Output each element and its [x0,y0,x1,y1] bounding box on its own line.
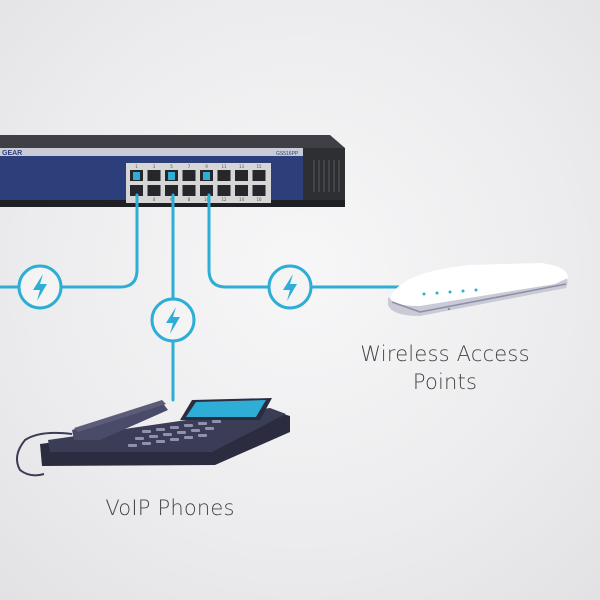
switch-vents [313,160,340,192]
ethernet-ports [130,170,266,196]
port-number: 12 [221,197,227,202]
wireless-access-point [388,263,568,316]
access-points-label: Wireless Access Points [330,340,560,396]
poe-bolt-icon [267,264,313,310]
port-number: 11 [221,164,227,169]
ethernet-port [147,170,161,181]
access-points-label-line1: Wireless Access [360,342,530,366]
access-points-label-line2: Points [412,370,478,394]
voip-phones-label: VoIP Phones [105,496,235,520]
port-number: 5 [170,164,173,169]
ethernet-port [147,185,161,196]
poe-bolt-icon [17,264,63,310]
ethernet-port [252,170,266,181]
ethernet-port [217,185,231,196]
ethernet-port [130,185,143,196]
port-number: 14 [239,197,245,202]
port-number: 10 [204,197,210,202]
port-number: 16 [256,197,262,202]
port-block [126,163,271,203]
port-number: 4 [153,197,156,202]
voip-phone [15,398,290,477]
port-number: 15 [256,164,262,169]
connected-plug [203,172,210,180]
port-number: 3 [153,164,156,169]
connected-plug [133,172,140,180]
poe-bolt-icon [150,297,196,343]
switch-brand: GEAR [2,150,22,157]
cable-to-left [0,193,139,289]
port-number: 1 [135,164,138,169]
ethernet-port [252,185,266,196]
port-number: 9 [205,164,208,169]
connected-plug [168,172,175,180]
ethernet-port [182,170,196,181]
port-number: 13 [239,164,245,169]
cable-to-access-point [207,193,412,289]
port-number: 7 [188,164,191,169]
ethernet-port [200,185,213,196]
ethernet-port [235,170,248,181]
ethernet-port [182,185,196,196]
port-number: 8 [188,197,191,202]
ethernet-port [165,185,178,196]
ethernet-port [217,170,231,181]
switch-model: GS516PP [276,151,299,157]
ethernet-port [235,185,248,196]
